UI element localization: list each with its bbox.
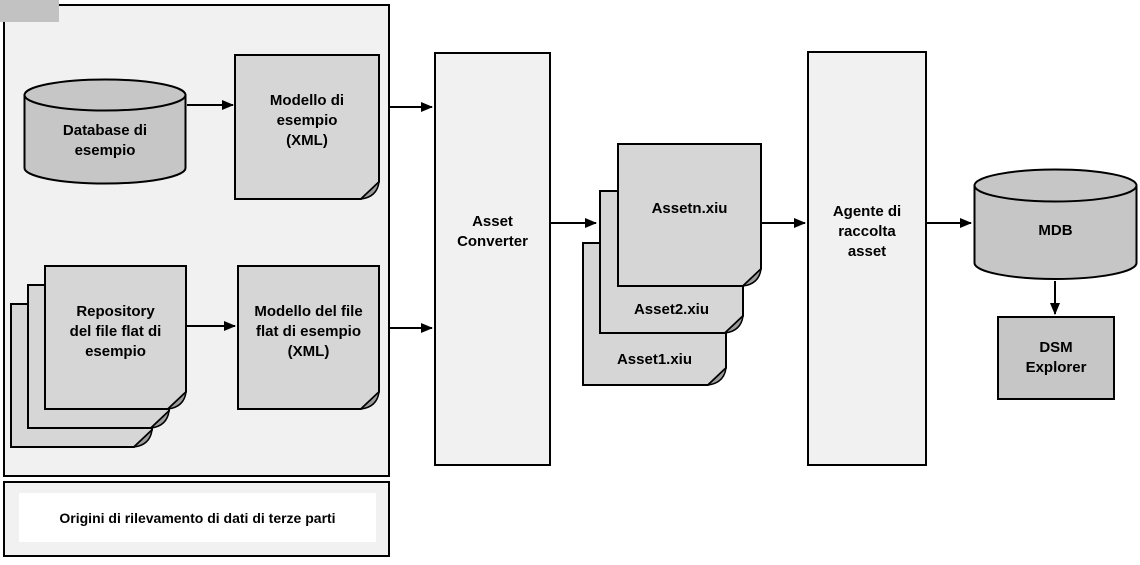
mdb-cylinder: MDB [973, 168, 1138, 282]
dsm-explorer-label: DSM Explorer [1025, 339, 1087, 376]
model-xml-doc: Modello di esempio (XML) [234, 54, 380, 200]
document-fold [358, 180, 380, 200]
asset1-label: Asset1.xiu [616, 351, 693, 368]
asset-converter-label: Asset Converter [457, 213, 528, 251]
cylinder-body [23, 94, 187, 185]
asset2-label: Asset2.xiu [633, 301, 710, 318]
document-fold [358, 390, 380, 410]
source-group-caption: Origini di rilevamento di dati di terze … [19, 493, 376, 542]
document-fold [722, 314, 744, 334]
corner-artifact [0, 0, 59, 22]
assetn-doc: Assetn.xiu [617, 143, 762, 287]
document-fold [148, 409, 170, 429]
repository-doc-front: Repository del file flat di esempio [44, 265, 187, 410]
asset-converter-box: Asset Converter [434, 52, 551, 466]
database-cylinder: Database di esempio [23, 78, 187, 185]
assetn-label: Assetn.xiu [651, 200, 728, 217]
document-fold [165, 390, 187, 410]
cylinder-body [973, 184, 1138, 280]
cylinder-top [23, 78, 187, 112]
source-group-caption-box: Origini di rilevamento di dati di terze … [3, 481, 390, 557]
dsm-explorer-box: DSM Explorer [997, 316, 1115, 400]
document-fold [740, 267, 762, 287]
asset-collection-agent-box: Agente di raccolta asset [807, 51, 927, 466]
model-flat-label: Modello del file flat di esempio (XML) [254, 302, 363, 360]
cylinder-top [973, 168, 1138, 203]
database-label: Database di esempio [62, 122, 148, 160]
model-xml-label: Modello di esempio (XML) [269, 92, 345, 149]
model-flat-doc: Modello del file flat di esempio (XML) [237, 265, 380, 410]
asset-collection-agent-label: Agente di raccolta asset [832, 202, 902, 260]
document-fold [705, 366, 727, 386]
mdb-label: MDB [1038, 221, 1073, 239]
document-fold [131, 428, 153, 448]
repository-label: Repository del file flat di esempio [69, 302, 162, 360]
